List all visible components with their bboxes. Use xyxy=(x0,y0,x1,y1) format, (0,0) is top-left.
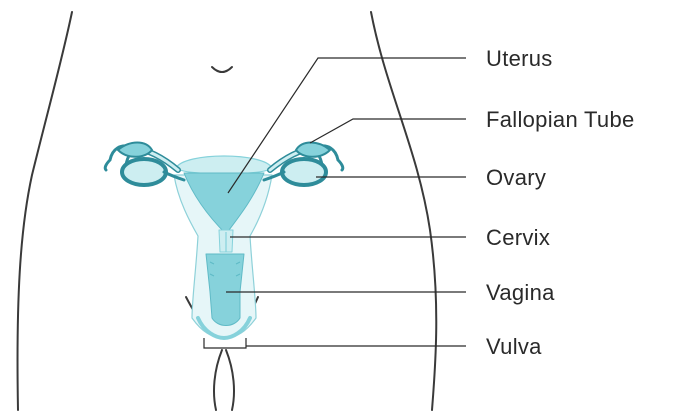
uterus-fundus xyxy=(176,156,272,174)
label-vulva: Vulva xyxy=(486,334,542,359)
left-thigh-line xyxy=(214,350,222,410)
navel xyxy=(212,67,232,72)
labels: Uterus Fallopian Tube Ovary Cervix Vagin… xyxy=(486,46,635,359)
vagina-shape xyxy=(206,254,244,326)
leader-fallopian-tube xyxy=(310,119,466,143)
left-ovary xyxy=(122,159,166,185)
right-thigh-line xyxy=(226,350,234,410)
reproductive-organs xyxy=(105,143,343,339)
left-body-contour xyxy=(18,12,72,410)
label-uterus: Uterus xyxy=(486,46,553,71)
label-vagina: Vagina xyxy=(486,280,555,305)
label-cervix: Cervix xyxy=(486,225,550,250)
right-ovary xyxy=(282,159,326,185)
label-ovary: Ovary xyxy=(486,165,546,190)
label-fallopian-tube: Fallopian Tube xyxy=(486,107,635,132)
right-body-contour xyxy=(371,12,436,410)
